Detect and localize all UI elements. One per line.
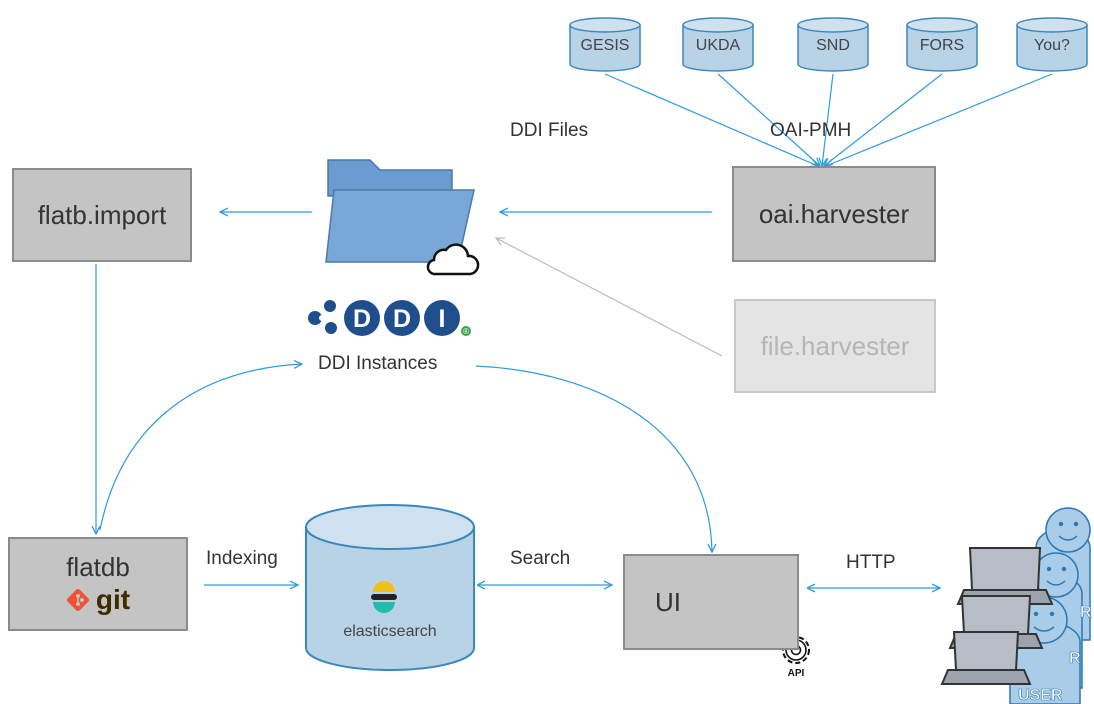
ddi-logo-letter-1: D bbox=[353, 305, 371, 333]
elasticsearch-label: elasticsearch bbox=[343, 623, 437, 640]
ui-box: UI bbox=[623, 554, 799, 650]
git-label: git bbox=[95, 584, 131, 615]
ddi-logo: D D I ® bbox=[303, 290, 479, 344]
repository-snd-label: SND bbox=[816, 37, 850, 54]
ddi-instances-label: DDI Instances bbox=[318, 353, 438, 374]
git-icon bbox=[66, 589, 89, 611]
flatb-import-box: flatb.import bbox=[12, 168, 192, 262]
arrow-flatdb-to-ddi-instances bbox=[99, 364, 302, 531]
oai-harvester-box: oai.harvester bbox=[732, 166, 936, 262]
flatdb-box: flatdb git bbox=[8, 537, 188, 631]
file-harvester-box: file.harvester bbox=[734, 299, 936, 393]
repository-snd: SND bbox=[797, 17, 869, 72]
git-logo: git bbox=[66, 584, 130, 616]
flatdb-label: flatdb bbox=[66, 552, 130, 582]
laptop-icon-1 bbox=[956, 547, 1054, 605]
ddi-logo-letter-3: I bbox=[439, 305, 446, 333]
user-label-2: R bbox=[1069, 650, 1081, 667]
elasticsearch-logo-icon bbox=[371, 581, 397, 613]
laptop-icon-3 bbox=[940, 631, 1032, 685]
arrow-ddi-instances-to-ui bbox=[475, 365, 712, 552]
repository-gesis: GESIS bbox=[569, 17, 641, 72]
oai-pmh-arrows bbox=[604, 73, 1053, 166]
repository-fors: FORS bbox=[906, 17, 978, 72]
repository-cylinders: GESIS UKDA SND FORS You? bbox=[569, 17, 1088, 72]
search-label: Search bbox=[510, 548, 571, 569]
api-label: API bbox=[787, 668, 805, 679]
http-label: HTTP bbox=[846, 552, 896, 573]
oai-pmh-label: OAI-PMH bbox=[770, 120, 852, 141]
repository-fors-label: FORS bbox=[920, 37, 964, 54]
repository-ukda: UKDA bbox=[682, 17, 754, 72]
repository-gesis-label: GESIS bbox=[581, 37, 630, 54]
ddi-logo-letter-2: D bbox=[393, 305, 411, 333]
indexing-label: Indexing bbox=[206, 548, 278, 569]
flow-arrows bbox=[96, 212, 940, 588]
flatb-import-label: flatb.import bbox=[37, 199, 167, 230]
folder-icon bbox=[325, 159, 475, 263]
file-harvester-label: file.harvester bbox=[760, 330, 910, 361]
oai-harvester-label: oai.harvester bbox=[758, 198, 910, 229]
ddi-gears-icon bbox=[308, 300, 337, 334]
users-group: R R USER bbox=[940, 507, 1092, 704]
repository-you-label: You? bbox=[1034, 37, 1070, 54]
arrow-file-harvester-to-folder bbox=[496, 238, 723, 357]
cloud-icon bbox=[426, 243, 480, 276]
repository-ukda-label: UKDA bbox=[696, 37, 741, 54]
ddi-files-label: DDI Files bbox=[510, 120, 589, 141]
user-label-1: R bbox=[1080, 604, 1092, 621]
user-label-3: USER bbox=[1018, 687, 1063, 704]
ui-label: UI bbox=[655, 586, 681, 617]
ddi-logo-registered: ® bbox=[463, 327, 469, 336]
repository-you: You? bbox=[1016, 17, 1088, 72]
